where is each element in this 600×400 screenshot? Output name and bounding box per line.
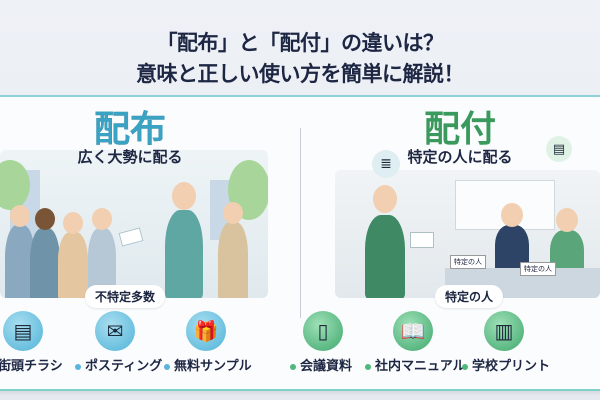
desk-name-tag: 特定の人	[520, 262, 556, 276]
left-heading: 配布	[93, 109, 166, 150]
flyer-icon: ▤	[3, 311, 43, 351]
right-heading: 配付	[423, 109, 496, 150]
notebook-icon: ▯	[303, 311, 343, 351]
title-line-1: 「配布」と「配付」の違いは？	[156, 31, 445, 55]
right-item-label: 社内マニュアル	[365, 355, 466, 374]
printout-icon: ▥	[484, 311, 524, 351]
open-book-icon: 📖	[393, 311, 433, 351]
desk-name-tag: 特定の人	[450, 255, 486, 269]
allocation-illustration: 特定の人 特定の人	[335, 170, 600, 298]
left-item-label: 街頭チラシ	[0, 359, 63, 374]
paper-stack-icon: ≣	[372, 150, 400, 178]
left-badge: 不特定多数	[85, 285, 166, 308]
right-item-label: 会議資料	[290, 355, 352, 374]
right-subtitle: 特定の人に配る	[407, 148, 513, 166]
envelope-download-icon: ✉	[95, 311, 135, 351]
divider	[300, 128, 301, 318]
left-item-label: ポスティング	[75, 355, 162, 374]
right-item-label: 学校プリント	[462, 355, 550, 374]
right-badge: 特定の人	[435, 285, 504, 308]
gift-icon: 🎁	[186, 311, 226, 351]
left-item-label: 無料サンプル	[164, 355, 252, 374]
document-icon: ▤	[546, 136, 572, 162]
distribution-illustration	[0, 150, 268, 298]
left-subtitle: 広く大勢に配る	[77, 148, 183, 166]
title-line-2: 意味と正しい使い方を簡単に解説！	[136, 62, 465, 86]
